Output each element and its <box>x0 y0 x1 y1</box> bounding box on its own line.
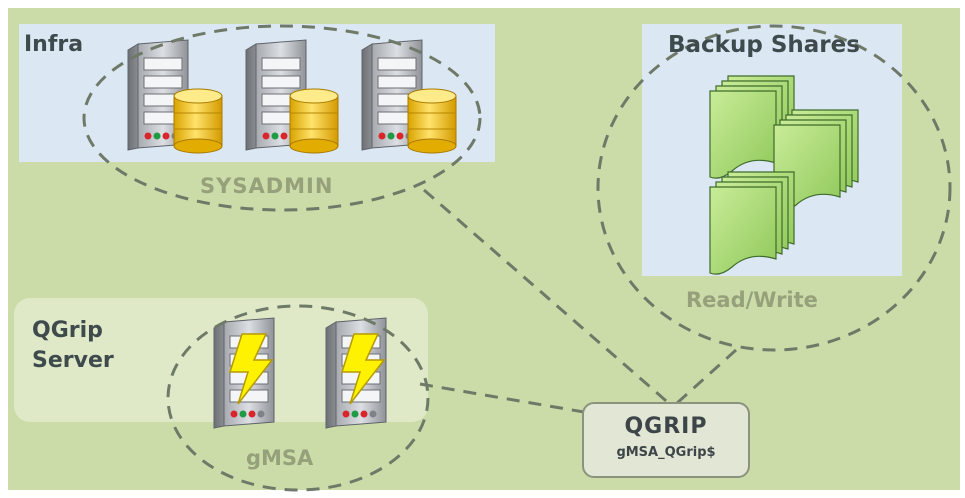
qgrip-logo: QGRIP <box>624 414 708 439</box>
server-database-icon <box>361 39 457 154</box>
qgrip-server-label: QGrip Server <box>32 318 114 373</box>
gmsa-group-label: gMSA <box>246 446 314 470</box>
sysadmin-group-label: SYSADMIN <box>200 174 334 198</box>
connector-gmsa-to-service-account <box>419 382 585 414</box>
server-lightning-icon <box>325 317 387 429</box>
connector-sysadmin-to-service-account <box>423 188 673 408</box>
server-database-icon <box>245 39 339 154</box>
document-stack-icon <box>709 171 795 275</box>
server-database-icon <box>127 39 223 154</box>
service-account-box: QGRIP gMSA_QGrip$ <box>582 402 750 478</box>
service-account-name: gMSA_QGrip$ <box>616 445 716 460</box>
read-write-label: Read/Write <box>686 288 818 312</box>
readwrite-group-ellipse <box>596 24 952 352</box>
infra-label: Infra <box>24 32 84 57</box>
server-lightning-icon <box>213 317 275 429</box>
connector-readwrite-to-service-account <box>674 348 738 406</box>
sysadmin-group-ellipse <box>82 24 482 212</box>
backup-shares-label: Backup Shares <box>668 32 860 58</box>
gmsa-group-ellipse <box>166 304 430 492</box>
